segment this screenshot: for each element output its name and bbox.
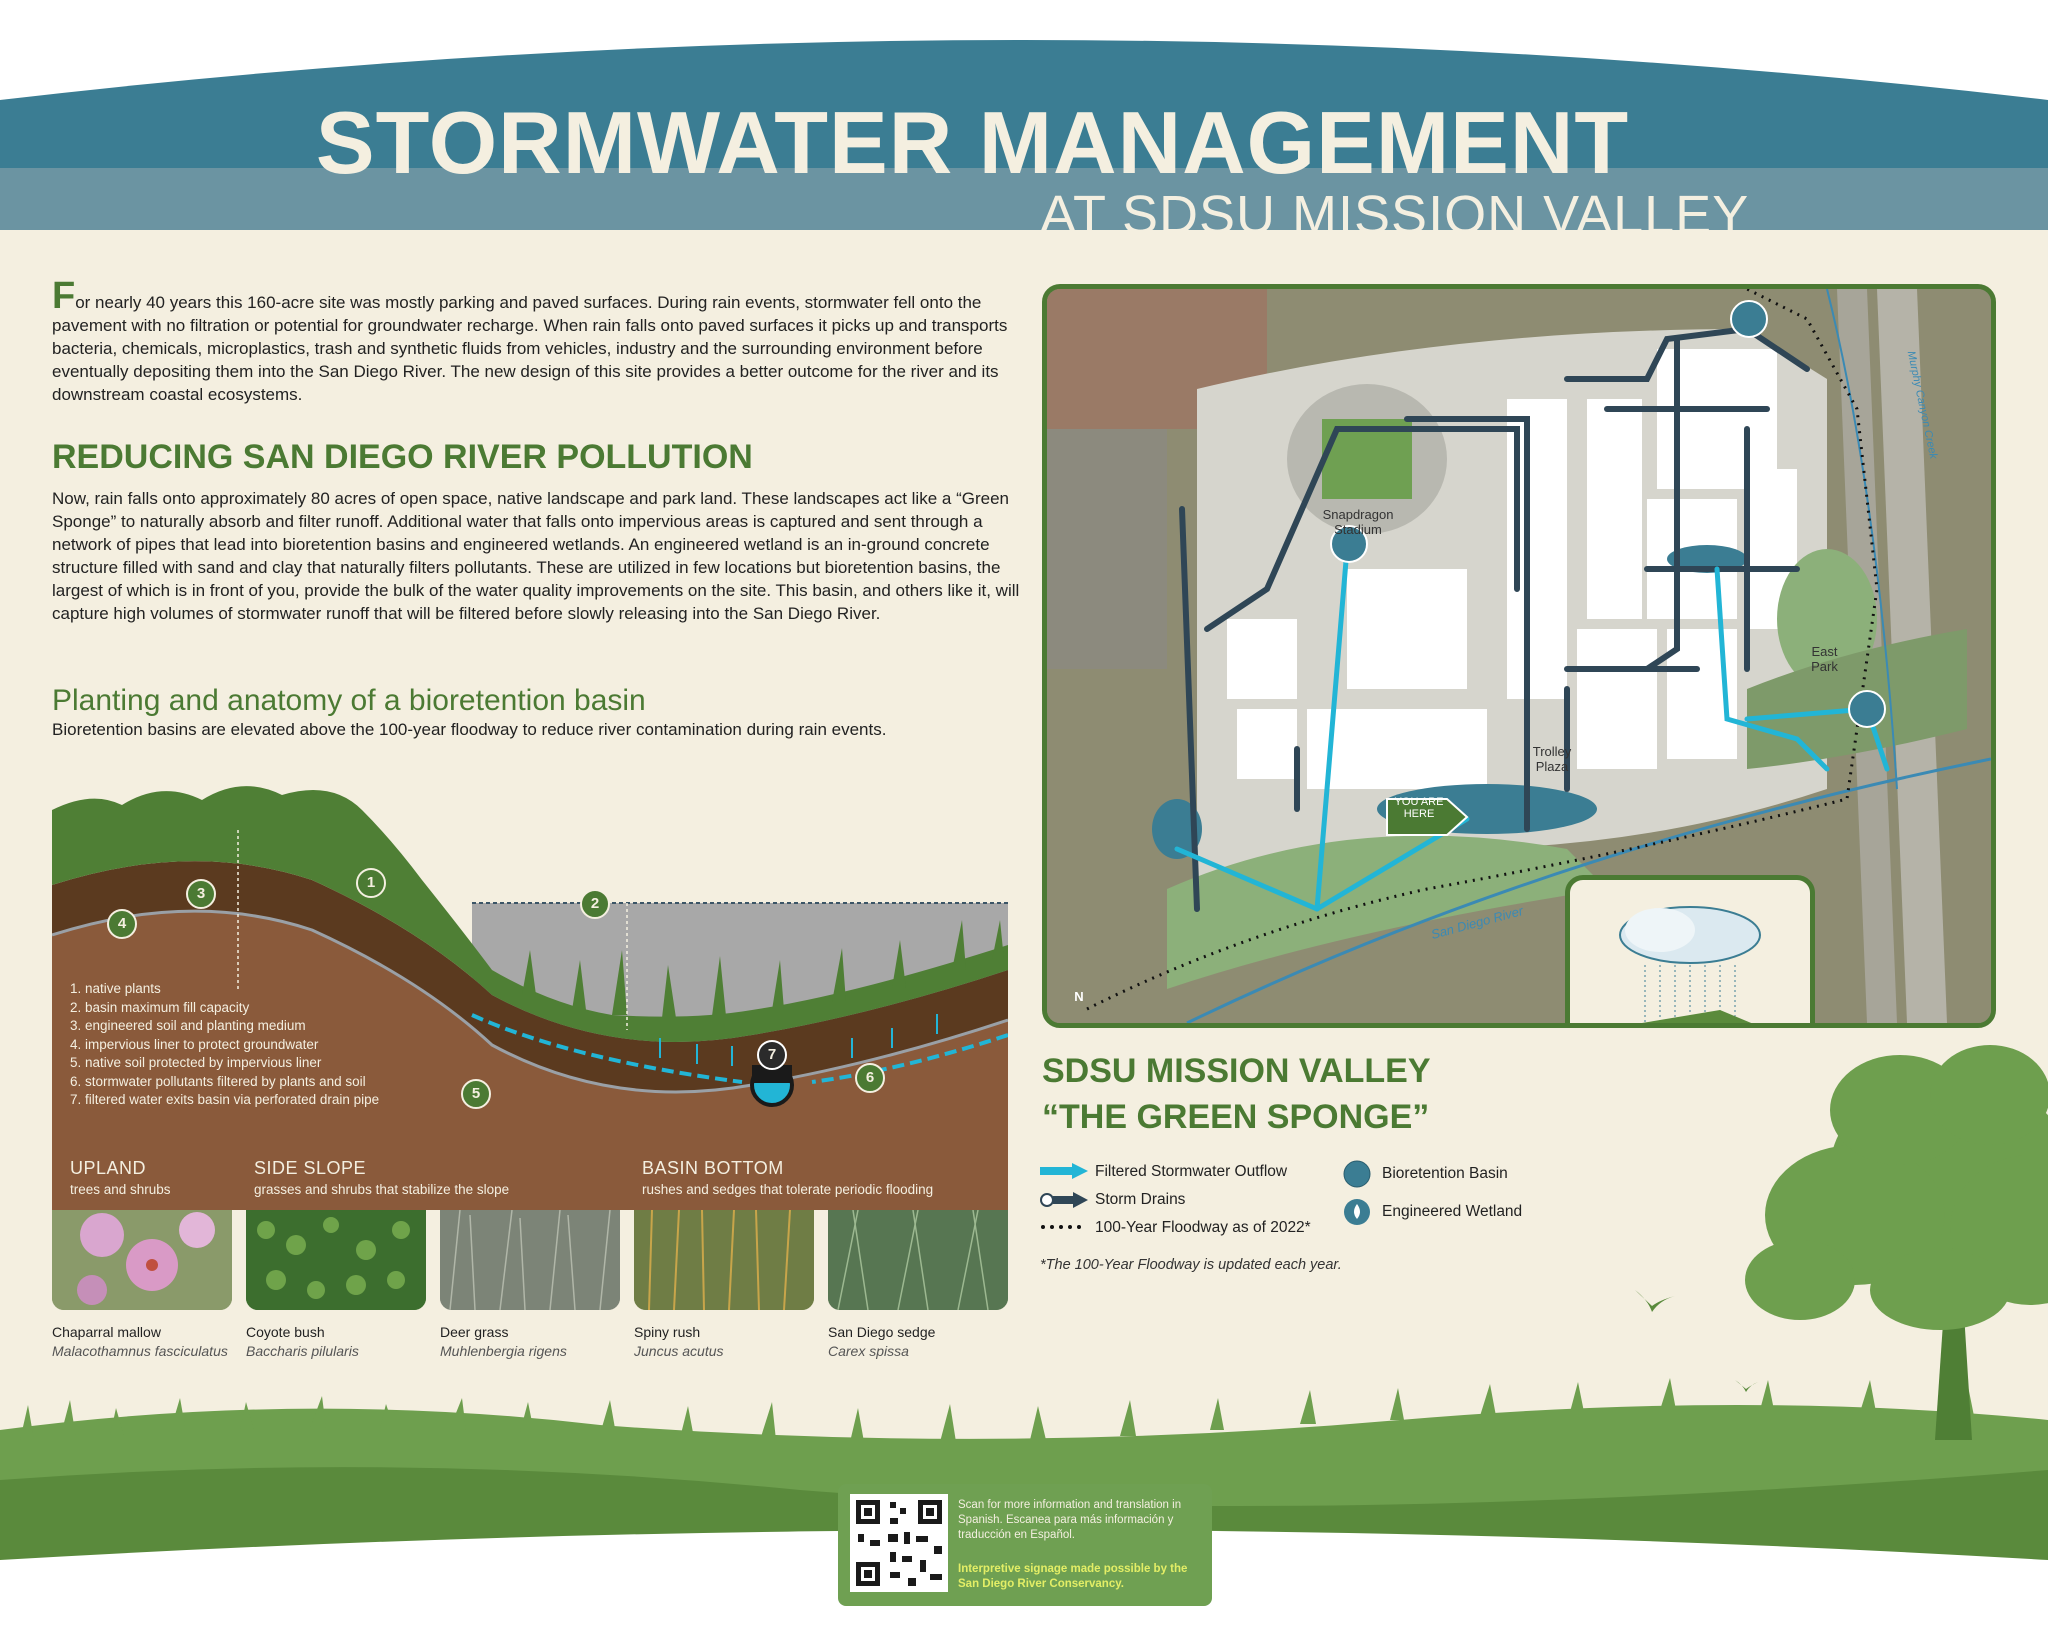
- floodway-dots-icon: [1041, 1225, 1081, 1229]
- legend-floodway: 100-Year Floodway as of 2022*: [1095, 1219, 1311, 1236]
- green-sponge-title: SDSU MISSION VALLEY “THE GREEN SPONGE”: [1042, 1048, 1431, 1140]
- marker-2: 2: [580, 889, 610, 919]
- plant-latin: Juncus acutus: [634, 1343, 724, 1359]
- photo-deer-grass: [440, 1210, 620, 1310]
- pollution-heading: REDUCING SAN DIEGO RIVER POLLUTION: [52, 438, 753, 476]
- plant-name: San Diego sedge: [828, 1324, 936, 1340]
- pollution-body: Now, rain falls onto approximately 80 ac…: [52, 489, 1020, 623]
- outflow-arrow-icon: [1040, 1163, 1088, 1179]
- floodway-note: *The 100-Year Floodway is updated each y…: [1040, 1257, 1342, 1273]
- plant-latin: Baccharis pilularis: [246, 1343, 359, 1359]
- intro-paragraph: For nearly 40 years this 160-acre site w…: [52, 277, 1012, 406]
- zone-title: SIDE SLOPE: [254, 1158, 367, 1178]
- green-sponge-title-line1: SDSU MISSION VALLEY: [1042, 1052, 1431, 1090]
- plant-latin: Muhlenbergia rigens: [440, 1343, 567, 1359]
- plant-name: Chaparral mallow: [52, 1324, 161, 1340]
- zone-side-slope: SIDE SLOPE grasses and shrubs that stabi…: [254, 1158, 509, 1197]
- map-label-stadium: Snapdragon Stadium: [1322, 507, 1394, 537]
- zone-title: BASIN BOTTOM: [642, 1158, 784, 1178]
- zone-basin-bottom: BASIN BOTTOM rushes and sedges that tole…: [642, 1158, 933, 1197]
- legend-drains: Storm Drains: [1095, 1191, 1186, 1208]
- photo-coyote-bush: [246, 1210, 426, 1310]
- green-sponge-title-line2: “THE GREEN SPONGE”: [1042, 1098, 1430, 1136]
- drop-cap: F: [52, 275, 76, 317]
- marker-4: 4: [107, 909, 137, 939]
- diagram-legend: 1. native plants 2. basin maximum fill c…: [70, 980, 379, 1110]
- legend-item: 3. engineered soil and planting medium: [70, 1018, 306, 1033]
- legend-outflow: Filtered Stormwater Outflow: [1095, 1163, 1288, 1180]
- engineered-wetland-icon: [1344, 1199, 1370, 1225]
- intro-text: or nearly 40 years this 160-acre site wa…: [52, 293, 1008, 404]
- photo-chaparral-mallow: [52, 1210, 232, 1310]
- map-graphic: [1047, 289, 1991, 1023]
- legend-item: 7. filtered water exits basin via perfor…: [70, 1092, 380, 1107]
- marker-1: 1: [356, 868, 386, 898]
- site-map: Snapdragon Stadium East Park Trolley Pla…: [1042, 284, 1996, 1028]
- legend-item: 6. stormwater pollutants filtered by pla…: [70, 1073, 366, 1089]
- marker-6: 6: [855, 1063, 885, 1093]
- legend-item: 4. impervious liner to protect groundwat…: [70, 1036, 319, 1052]
- map-label-east-park: East Park: [1811, 644, 1838, 674]
- sign-subtitle: AT SDSU MISSION VALLEY: [1040, 185, 1750, 245]
- qr-panel: Scan for more information and translatio…: [838, 1484, 1212, 1606]
- you-are-here-label: YOU ARE HERE: [1394, 796, 1444, 820]
- anatomy-heading: Planting and anatomy of a bioretention b…: [52, 684, 646, 717]
- marker-3: 3: [186, 879, 216, 909]
- qr-description: Scan for more information and translatio…: [958, 1499, 1182, 1541]
- plant-latin: Malacothamnus fasciculatus: [52, 1343, 228, 1359]
- bioretention-cross-section: [52, 786, 1008, 1210]
- qr-code-icon[interactable]: [850, 1494, 948, 1592]
- plant-name: Coyote bush: [246, 1324, 325, 1340]
- zone-subtitle: grasses and shrubs that stabilize the sl…: [254, 1182, 510, 1197]
- legend-item: 1. native plants: [70, 981, 161, 996]
- north-arrow-label: N: [1074, 989, 1084, 1004]
- bioretention-basin-icon: [1343, 1160, 1371, 1188]
- plant-latin: Carex spissa: [828, 1343, 909, 1359]
- storm-drain-icon: [1040, 1192, 1088, 1208]
- legend-item: 5. native soil protected by impervious l…: [70, 1055, 322, 1070]
- marker-7: 7: [757, 1040, 787, 1070]
- anatomy-body: Bioretention basins are elevated above t…: [52, 720, 887, 739]
- photo-spiny-rush: [634, 1210, 814, 1310]
- signage-credit: Interpretive signage made possible by th…: [958, 1563, 1188, 1590]
- zone-upland: UPLAND trees and shrubs: [70, 1158, 171, 1197]
- map-label-trolley-plaza: Trolley Plaza: [1532, 744, 1572, 774]
- plant-name: Deer grass: [440, 1324, 509, 1340]
- legend-basin: Bioretention Basin: [1382, 1165, 1508, 1182]
- plant-name: Spiny rush: [634, 1324, 701, 1340]
- marker-5: 5: [461, 1079, 491, 1109]
- tree-illustration: [1745, 1045, 2048, 1440]
- legend-item: 2. basin maximum fill capacity: [70, 999, 250, 1015]
- photo-san-diego-sedge: [828, 1210, 1008, 1310]
- legend-wetland: Engineered Wetland: [1382, 1203, 1523, 1220]
- sponge-illustration: [1619, 906, 1761, 1023]
- zone-subtitle: trees and shrubs: [70, 1182, 171, 1197]
- sign-title: STORMWATER MANAGEMENT: [315, 93, 1630, 192]
- zone-subtitle: rushes and sedges that tolerate periodic…: [642, 1182, 934, 1197]
- green-sponge-inset: [1565, 875, 1815, 1023]
- zone-title: UPLAND: [70, 1158, 147, 1178]
